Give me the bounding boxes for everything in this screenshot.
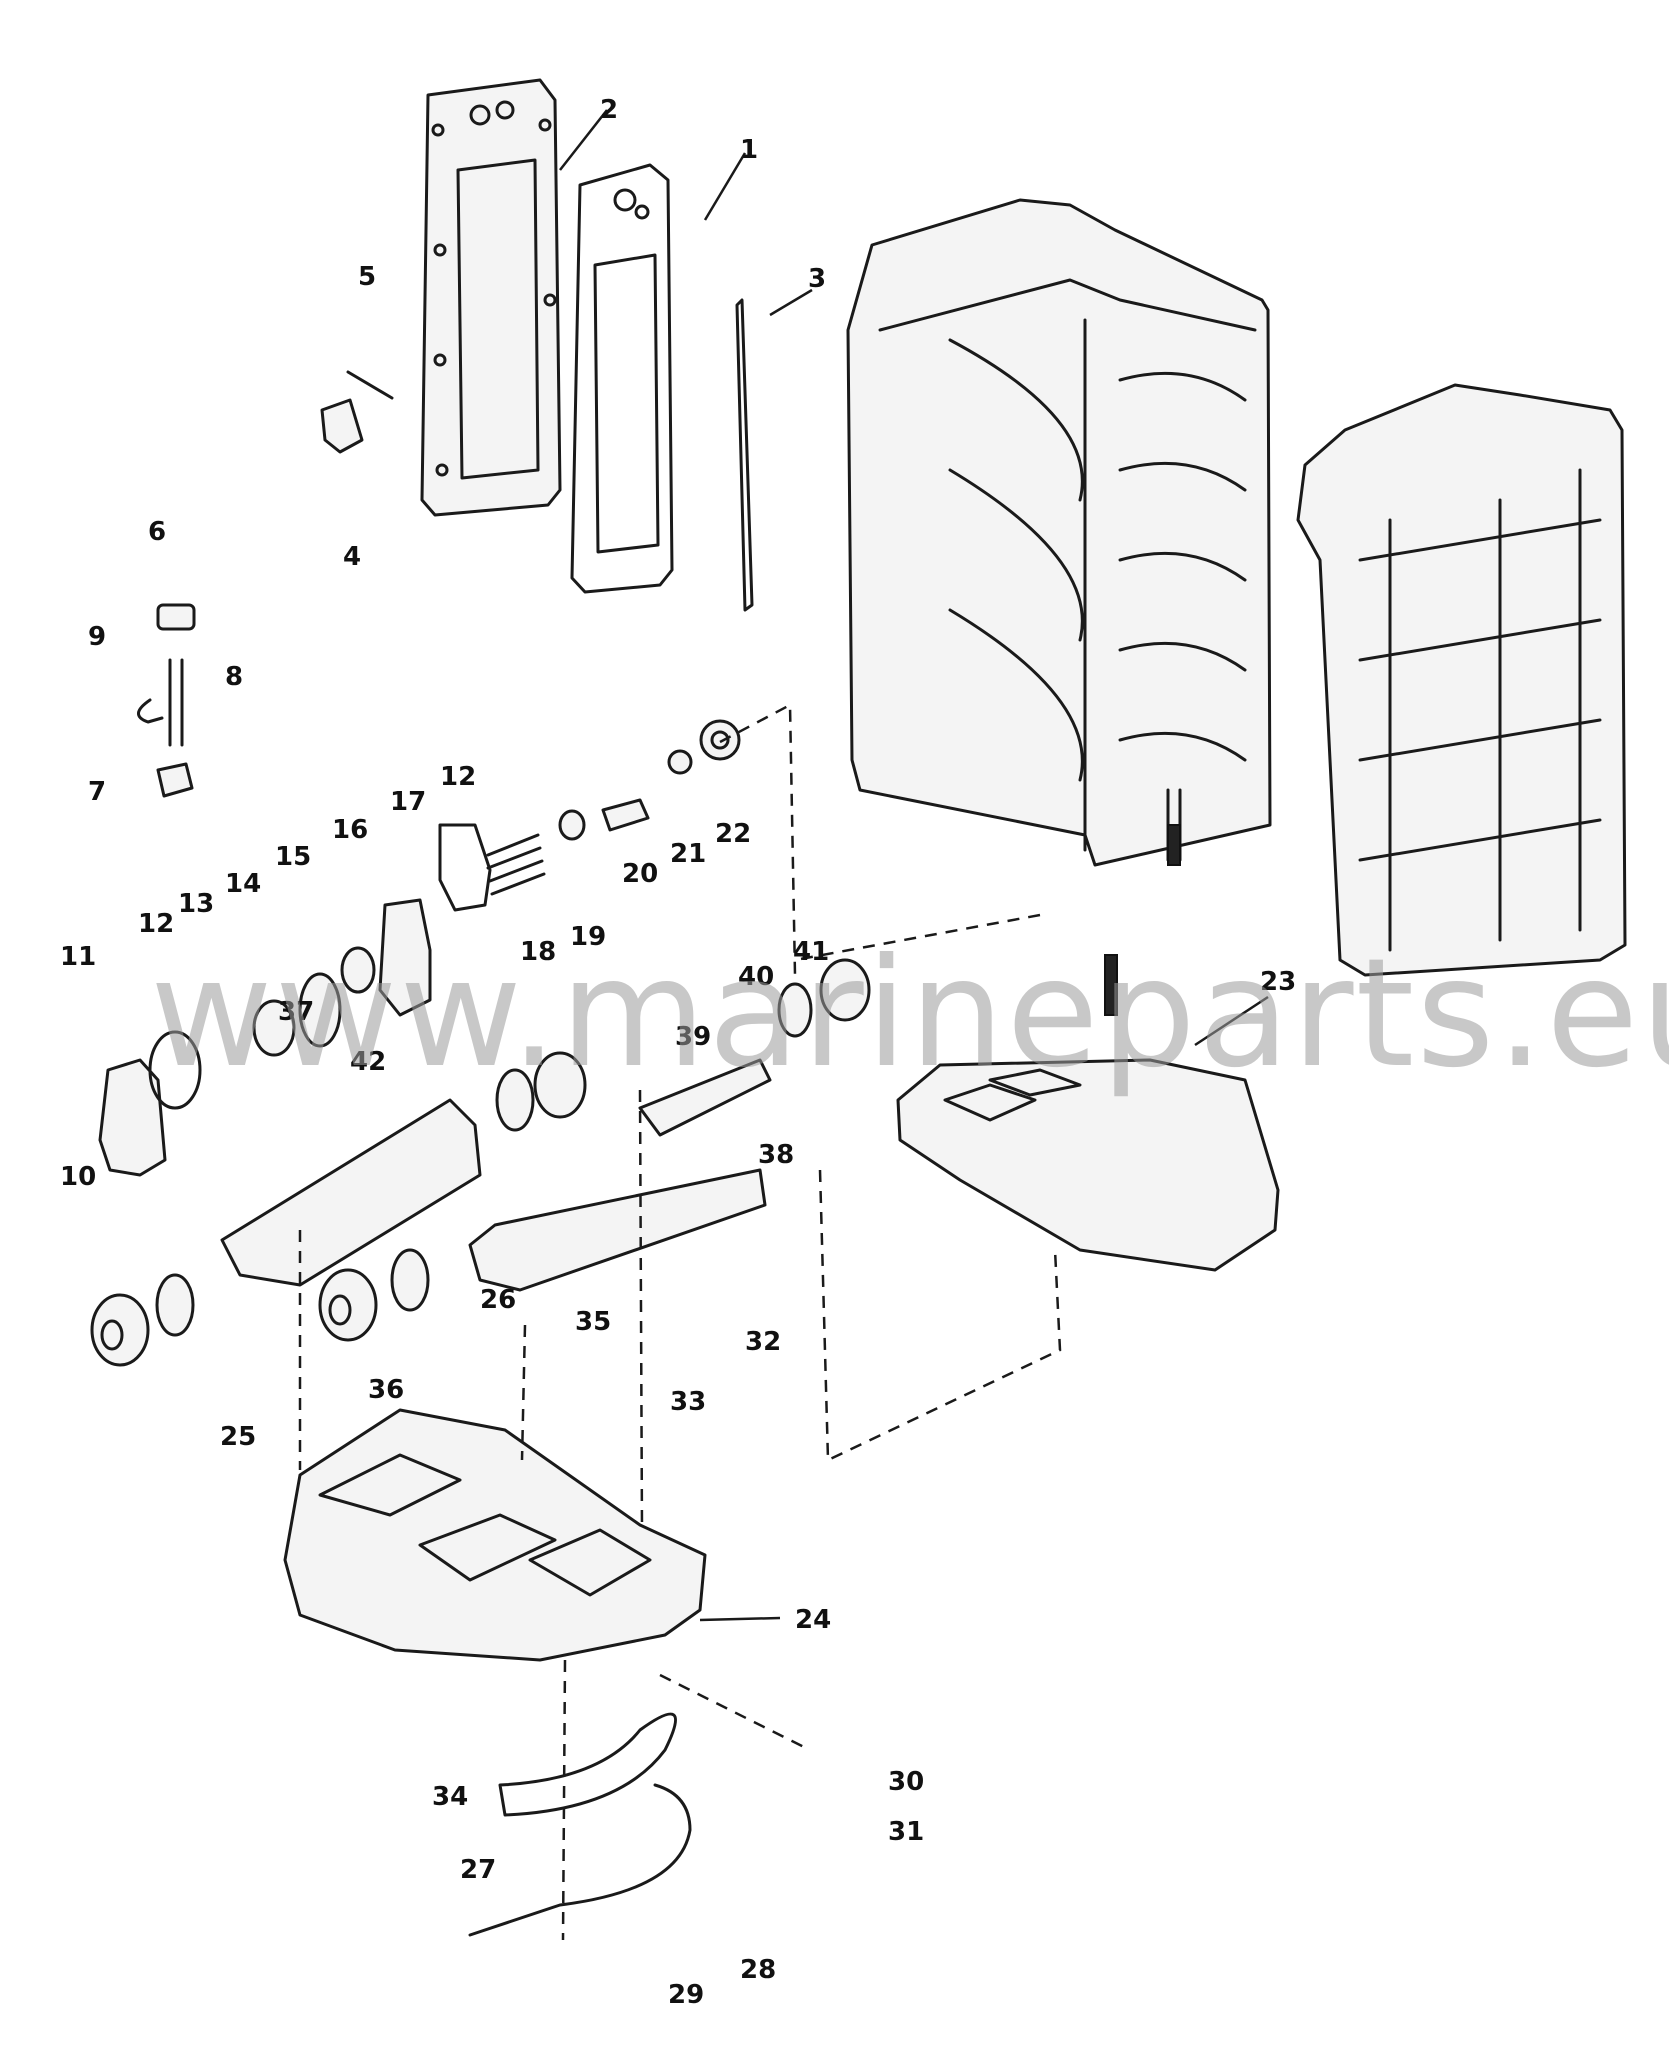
callout-12a: 12 <box>440 762 476 792</box>
linkage-arm-part <box>220 1098 482 1287</box>
callout-11: 11 <box>60 942 96 972</box>
bracket-part <box>320 398 364 454</box>
tube-part <box>735 298 754 612</box>
callout-17: 17 <box>390 787 426 817</box>
mount-parts <box>90 958 871 1367</box>
callout-19: 19 <box>570 922 606 952</box>
callout-2: 2 <box>600 95 618 125</box>
watermark: www.marineparts.eu <box>150 927 1669 1101</box>
callout-8: 8 <box>225 662 243 692</box>
exhaust-base-part <box>283 1408 707 1662</box>
callout-35: 35 <box>575 1307 611 1337</box>
callout-29: 29 <box>668 1980 704 2010</box>
callout-31: 31 <box>888 1817 924 1847</box>
callout-14: 14 <box>225 869 261 899</box>
callout-labels: 1 2 3 4 5 6 7 8 9 10 11 12 12 13 14 15 1… <box>60 95 1296 2010</box>
callout-12b: 12 <box>138 909 174 939</box>
callout-24: 24 <box>795 1605 831 1635</box>
cap-part <box>156 603 196 631</box>
callout-39: 39 <box>675 1022 711 1052</box>
callout-6: 6 <box>148 517 166 547</box>
gasket-part <box>570 163 674 594</box>
clip-part <box>137 698 164 724</box>
callout-27: 27 <box>460 1855 496 1885</box>
callout-1: 1 <box>740 135 758 165</box>
cover-plate-part <box>420 78 562 517</box>
callout-7: 7 <box>88 777 106 807</box>
callout-33: 33 <box>670 1387 706 1417</box>
callout-32: 32 <box>745 1327 781 1357</box>
screw-part <box>346 370 394 400</box>
callout-20: 20 <box>622 859 658 889</box>
callout-38: 38 <box>758 1140 794 1170</box>
callout-23: 23 <box>1260 967 1296 997</box>
callout-18: 18 <box>520 937 556 967</box>
powerhead-block-part <box>846 198 1272 1016</box>
callout-21: 21 <box>670 839 706 869</box>
callout-5: 5 <box>358 262 376 292</box>
pin-part <box>168 658 184 747</box>
callout-3: 3 <box>808 264 826 294</box>
callout-30: 30 <box>888 1767 924 1797</box>
seal-part <box>498 1712 678 1817</box>
callout-15: 15 <box>275 842 311 872</box>
callout-25: 25 <box>220 1422 256 1452</box>
gear-stack-parts <box>98 719 741 1177</box>
callout-10: 10 <box>60 1162 96 1192</box>
callout-42: 42 <box>350 1047 386 1077</box>
strap-part <box>468 1783 692 1937</box>
callout-16: 16 <box>332 815 368 845</box>
callout-9: 9 <box>88 622 106 652</box>
callout-26: 26 <box>480 1285 516 1315</box>
callout-41: 41 <box>793 937 829 967</box>
adapter-plate-part <box>896 1058 1280 1272</box>
callout-leaders <box>559 109 1269 1622</box>
lever-part <box>638 1058 772 1137</box>
callout-28: 28 <box>740 1955 776 1985</box>
callout-37: 37 <box>278 997 314 1027</box>
assembly-lines <box>298 702 1062 1941</box>
callout-36: 36 <box>368 1375 404 1405</box>
callout-40: 40 <box>738 962 774 992</box>
callout-22: 22 <box>715 819 751 849</box>
callout-4: 4 <box>343 542 361 572</box>
linkage-bracket-part <box>468 1168 767 1292</box>
fitting-part <box>156 762 194 798</box>
callout-34: 34 <box>432 1782 468 1812</box>
cylinder-block-part <box>1296 383 1627 977</box>
callout-13: 13 <box>178 889 214 919</box>
